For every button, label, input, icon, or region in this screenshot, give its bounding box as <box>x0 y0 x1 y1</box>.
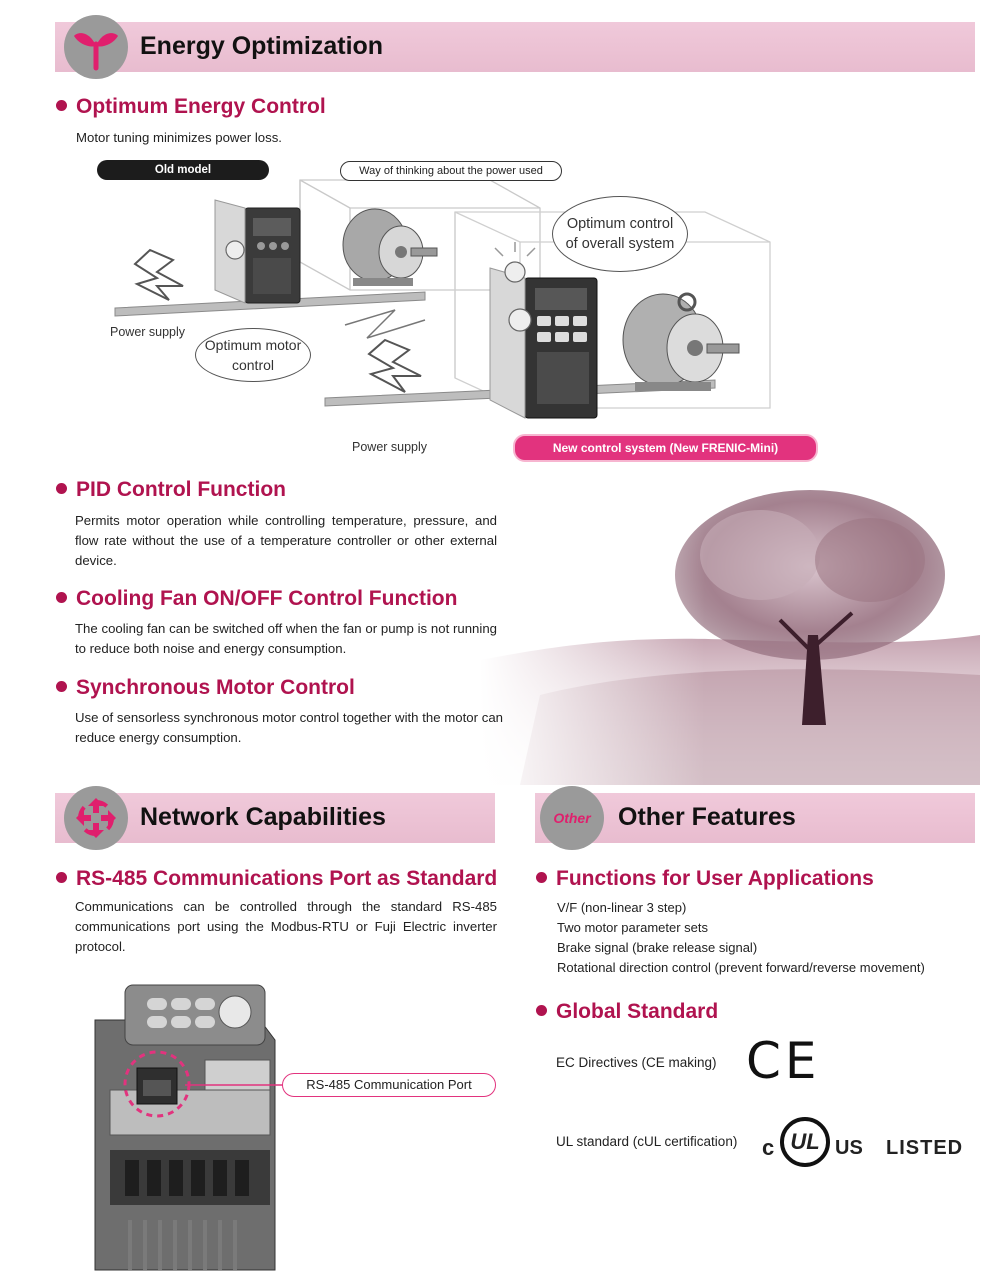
lightning-icon-2 <box>367 338 422 393</box>
old-inverter-image <box>214 199 301 304</box>
motor-control-bubble: Optimum motor control <box>195 328 311 382</box>
cul-mark-icon: c UL US LISTED <box>762 1115 962 1171</box>
pid-desc: Permits motor operation while controllin… <box>75 513 497 568</box>
energy-control-diagram <box>114 179 771 419</box>
zigzag-arrow <box>344 309 426 339</box>
network-arrows-icon <box>64 786 128 850</box>
lightning-icon <box>133 248 184 301</box>
list-item: Two motor parameter sets <box>557 920 708 935</box>
global-heading: Global Standard <box>536 1000 718 1024</box>
rs485-heading: RS-485 Communications Port as Standard <box>56 867 497 891</box>
functions-list: V/F (non-linear 3 step) Two motor parame… <box>557 898 977 978</box>
idea-rays-icon <box>494 242 536 257</box>
ce-mark-icon: CE <box>746 1032 821 1090</box>
ul-c-letter: c <box>762 1135 775 1160</box>
network-banner <box>55 793 495 843</box>
network-title: Network Capabilities <box>140 803 386 831</box>
ul-us-text: US <box>835 1137 863 1159</box>
optimum-heading: Optimum Energy Control <box>56 95 326 119</box>
bullet-icon <box>536 1004 547 1016</box>
new-motor-image <box>622 292 740 391</box>
sync-heading: Synchronous Motor Control <box>56 676 355 700</box>
fan-desc: The cooling fan can be switched off when… <box>75 621 497 656</box>
overall-control-bubble: Optimum control of overall system <box>552 196 688 272</box>
ul-listed-text: LISTED <box>886 1137 964 1159</box>
bullet-icon <box>56 871 67 883</box>
other-title: Other Features <box>618 803 796 831</box>
pid-heading: PID Control Function <box>56 478 286 502</box>
fan-heading: Cooling Fan ON/OFF Control Function <box>56 587 457 611</box>
energy-title: Energy Optimization <box>140 32 384 60</box>
optimum-desc: Motor tuning minimizes power loss. <box>76 130 282 145</box>
way-of-thinking-label: Way of thinking about the power used <box>340 161 562 181</box>
bullet-icon <box>56 482 67 494</box>
power-supply-label-2: Power supply <box>352 440 428 454</box>
bullet-icon <box>536 871 547 883</box>
inverter-rs485-image <box>94 984 276 1271</box>
old-motor-image <box>342 208 438 286</box>
energy-banner <box>55 22 975 72</box>
ul-letters: UL <box>790 1129 820 1154</box>
bullet-icon <box>56 591 67 603</box>
ul-label: UL standard (cUL certification) <box>556 1134 738 1149</box>
ul-circle: UL <box>780 1117 830 1167</box>
power-supply-label-1: Power supply <box>110 325 186 339</box>
bullet-icon <box>56 99 67 111</box>
bullet-icon <box>56 680 67 692</box>
new-inverter-image <box>489 267 598 419</box>
list-item: Rotational direction control (prevent fo… <box>557 960 925 975</box>
other-icon: Other <box>540 786 604 850</box>
ec-label: EC Directives (CE making) <box>556 1055 717 1070</box>
tree-landscape-image <box>480 485 980 785</box>
list-item: Brake signal (brake release signal) <box>557 940 758 955</box>
sync-desc: Use of sensorless synchronous motor cont… <box>75 710 503 745</box>
new-system-label: New control system (New FRENIC-Mini) <box>513 434 818 462</box>
rs485-desc: Communications can be controlled through… <box>75 899 497 954</box>
functions-heading: Functions for User Applications <box>536 867 874 891</box>
list-item: V/F (non-linear 3 step) <box>557 900 687 915</box>
port-leader-line <box>185 1084 283 1086</box>
character-illustration <box>225 240 532 332</box>
other-icon-text: Other <box>553 810 591 826</box>
other-banner <box>535 793 975 843</box>
old-model-label: Old model <box>97 160 269 180</box>
sprout-icon <box>64 15 128 79</box>
rs485-port-label: RS-485 Communication Port <box>282 1073 496 1097</box>
